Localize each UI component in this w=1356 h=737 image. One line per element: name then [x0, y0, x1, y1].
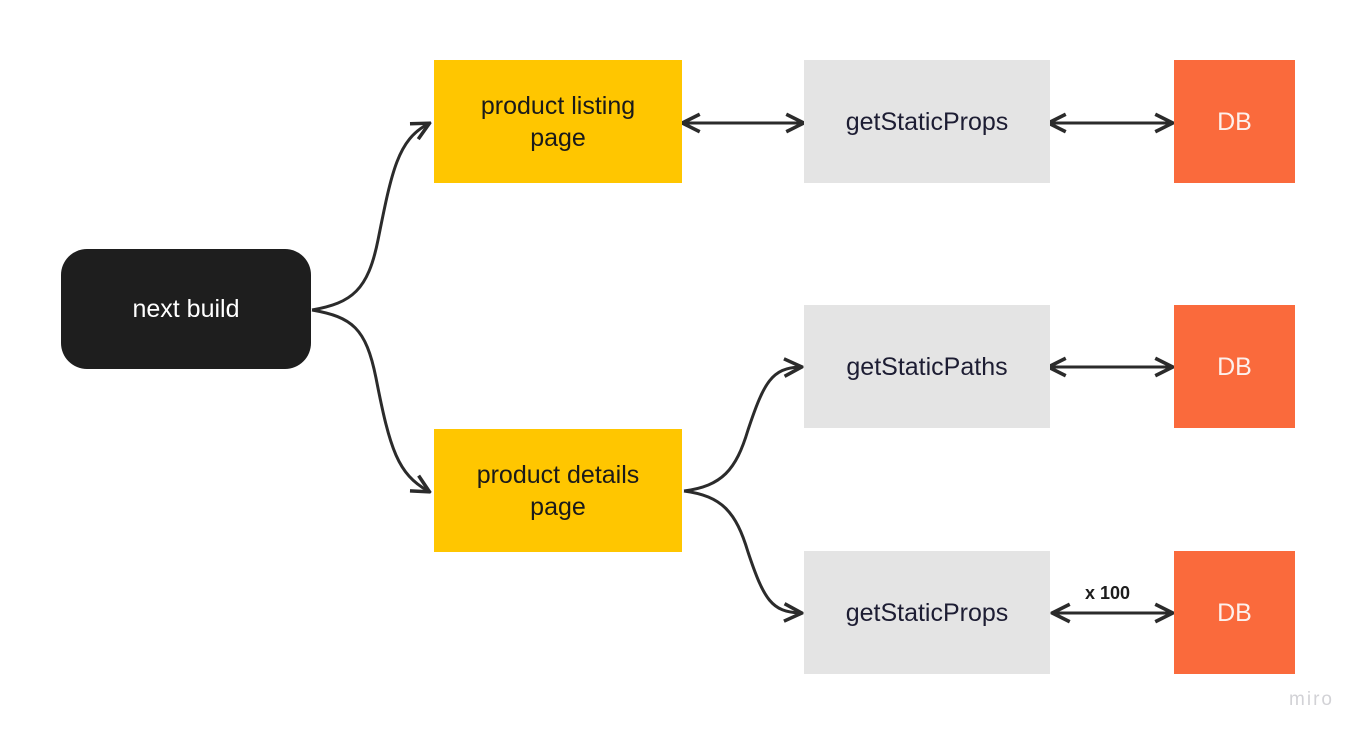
node-getstaticprops-details-label: getStaticProps	[845, 598, 1009, 627]
node-getstaticprops-listing[interactable]: getStaticProps	[804, 60, 1050, 183]
edge-build-to-details-page	[311, 308, 428, 491]
miro-watermark: miro	[1289, 689, 1334, 710]
node-db-listing-label: DB	[1217, 107, 1252, 136]
edge-build-to-listing-page	[311, 124, 428, 312]
node-getstaticpaths[interactable]: getStaticPaths	[804, 305, 1050, 428]
node-db-paths[interactable]: DB	[1174, 305, 1295, 428]
node-db-props-label: DB	[1217, 598, 1252, 627]
node-product-listing-page-label: product listing page	[480, 91, 636, 152]
node-db-paths-label: DB	[1217, 352, 1252, 381]
edge-label-x-100: x 100	[1085, 583, 1131, 603]
node-next-build[interactable]: next build	[61, 249, 311, 369]
node-product-details-page[interactable]: product details page	[434, 429, 682, 552]
node-next-build-label: next build	[132, 295, 240, 323]
node-db-listing[interactable]: DB	[1174, 60, 1295, 183]
node-getstaticprops-details[interactable]: getStaticProps	[804, 551, 1050, 674]
edge-details-page-to-getstaticpaths	[683, 367, 800, 493]
edge-details-page-to-getstaticprops	[683, 489, 800, 613]
node-getstaticpaths-label: getStaticPaths	[846, 352, 1008, 381]
node-getstaticprops-listing-label: getStaticProps	[845, 107, 1009, 136]
node-db-props[interactable]: DB	[1174, 551, 1295, 674]
node-product-listing-page[interactable]: product listing page	[434, 60, 682, 183]
node-product-details-page-label: product details page	[476, 460, 640, 521]
